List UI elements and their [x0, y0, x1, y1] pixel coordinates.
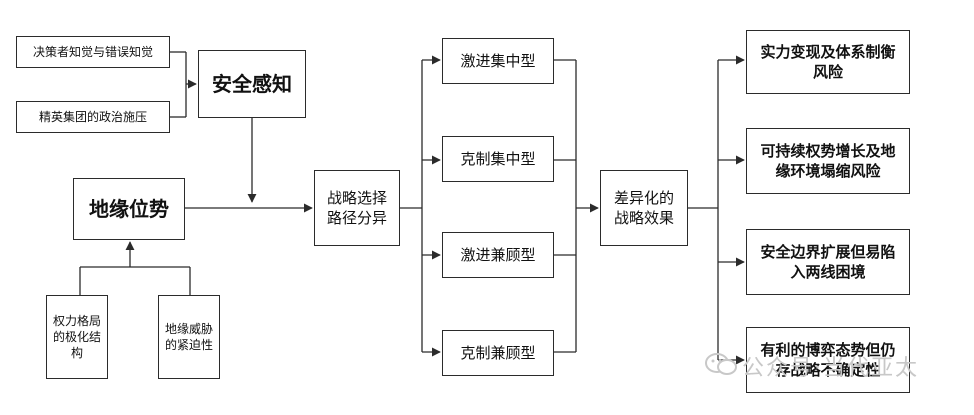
security-perception-box: 安全感知: [198, 50, 306, 118]
outcome-label: 实力变现及体系制衡风险: [760, 42, 896, 81]
elite-pressure-box: 精英集团的政治施压: [16, 101, 170, 133]
type-label: 克制兼顾型: [460, 343, 536, 362]
type-box: 激进兼顾型: [442, 232, 554, 278]
watermark-label: 公众号·当代亚太: [742, 356, 919, 381]
power-structure-box: 权力格局的极化结构: [46, 295, 108, 379]
strategy-divergence-label: 战略选择路径分异: [326, 188, 387, 227]
decision-perception-label: 决策者知觉与错误知觉: [32, 44, 153, 59]
effect-label: 差异化的战略效果: [613, 188, 674, 227]
outcome-label: 有利的博弈态势但仍存战略不确定性: [760, 340, 896, 379]
type-label: 克制集中型: [460, 149, 536, 168]
watermark-text: 公众号·当代亚太: [742, 350, 919, 382]
decision-perception-box: 决策者知觉与错误知觉: [16, 36, 170, 68]
power-structure-label: 权力格局的极化结构: [53, 313, 102, 361]
wechat-icon: [705, 353, 737, 375]
outcome-label: 可持续权势增长及地缘环境塌缩风险: [760, 141, 896, 180]
type-box: 克制兼顾型: [442, 330, 554, 376]
threat-urgency-label: 地缘威胁的紧迫性: [165, 321, 214, 352]
type-label: 激进兼顾型: [460, 245, 536, 264]
outcome-label: 安全边界扩展但易陷入两线困境: [760, 242, 896, 281]
outcome-box: 安全边界扩展但易陷入两线困境: [746, 229, 910, 295]
outcome-box: 实力变现及体系制衡风险: [746, 30, 910, 94]
geo-position-label: 地缘位势: [89, 196, 169, 221]
threat-urgency-box: 地缘威胁的紧迫性: [158, 295, 220, 379]
strategy-divergence-box: 战略选择路径分异: [314, 170, 400, 246]
type-box: 克制集中型: [442, 136, 554, 182]
type-label: 激进集中型: [460, 51, 536, 70]
outcome-box: 可持续权势增长及地缘环境塌缩风险: [746, 128, 910, 194]
geo-position-box: 地缘位势: [73, 178, 185, 240]
effect-box: 差异化的战略效果: [600, 170, 688, 246]
outcome-box: 有利的博弈态势但仍存战略不确定性: [746, 327, 910, 393]
elite-pressure-label: 精英集团的政治施压: [38, 109, 147, 124]
security-perception-label: 安全感知: [212, 71, 292, 96]
type-box: 激进集中型: [442, 38, 554, 84]
